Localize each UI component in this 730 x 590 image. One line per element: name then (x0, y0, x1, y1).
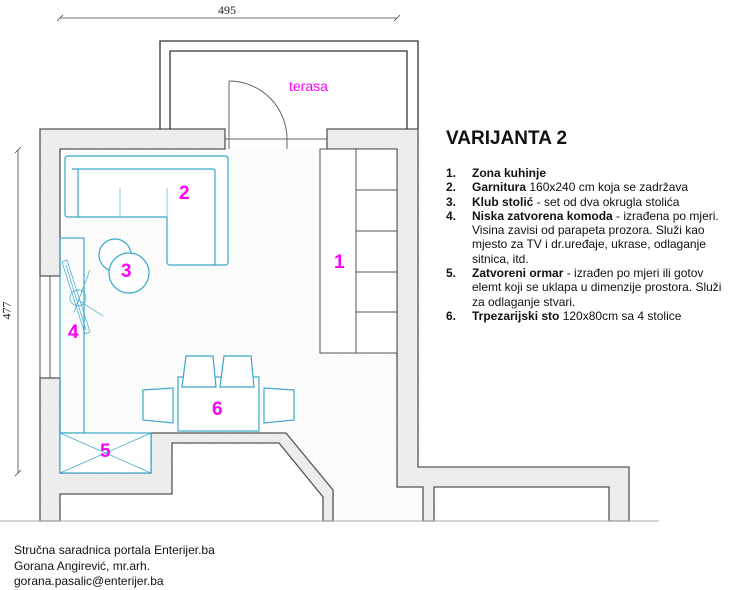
sofa (64, 155, 229, 266)
legend-item: 1. Zona kuhinje (446, 166, 730, 180)
legend-item: 4. Niska zatvorena komoda - izrađena po m… (446, 209, 730, 266)
legend-item: 6. Trpezarijski sto 120x80cm sa 4 stolice (446, 309, 730, 323)
dimension-lines (14, 14, 401, 477)
legend-text: - set od dva okrugla stolića (533, 194, 680, 209)
terrace-door (225, 80, 327, 149)
legend-text: - izrađen po mjeri ili gotov elemt koji … (472, 266, 722, 309)
dimension-width: 495 (218, 3, 236, 17)
legend-bold: Niska zatvorena komoda (472, 208, 613, 223)
legend-text: 120x80cm sa 4 stolice (559, 308, 682, 323)
dining-set (142, 355, 295, 432)
legend-item: 3. Klub stolić - set od dva okrugla stoli… (446, 195, 730, 209)
legend-num: 1. (446, 166, 457, 180)
legend-num: 5. (446, 266, 457, 281)
legend-num: 4. (446, 208, 457, 223)
zone-2-label: 2 (179, 183, 190, 204)
legend-list: 1. Zona kuhinje 2. Garnitura 160x240 cm ko… (446, 166, 730, 323)
zone-1-label: 1 (334, 252, 345, 273)
zone-4-label: 4 (68, 322, 79, 343)
legend-num: 2. (446, 180, 457, 195)
footer-credits: Stručna saradnica portala Enterijer.ba G… (14, 543, 215, 590)
footer-line: Gorana Angirević, mr.arh. (14, 558, 151, 573)
legend-item: 2. Garnitura 160x240 cm koja se zadržava (446, 180, 730, 194)
dimension-height: 477 (0, 301, 14, 320)
window (39, 275, 61, 379)
footer-email: gorana.pasalic@enterijer.ba (14, 574, 164, 588)
coffee-tables (98, 238, 150, 294)
zone-6-label: 6 (212, 399, 223, 420)
legend-item: 5. Zatvoreni ormar - izrađen po mjeri ili… (446, 266, 730, 309)
zone-5-label: 5 (100, 441, 111, 462)
terrace (159, 40, 419, 129)
legend-bold: Klub stolić (472, 194, 534, 209)
variant-title: VARIJANTA 2 (446, 128, 568, 149)
terrace-label: terasa (289, 78, 328, 94)
legend-text: - izrađena po mjeri. Visina zavisi od pa… (472, 208, 719, 266)
kitchen-unit (319, 148, 398, 354)
footer-line: Stručna saradnica portala Enterijer.ba (14, 543, 215, 557)
zone-3-label: 3 (121, 261, 132, 282)
legend-bold: Zona kuhinje (472, 166, 547, 180)
legend-num: 3. (446, 194, 457, 209)
legend-bold: Zatvoreni ormar (472, 266, 564, 281)
legend-bold: Trpezarijski sto (472, 308, 560, 323)
wardrobe (59, 432, 152, 474)
legend-text: 160x240 cm koja se zadržava (526, 180, 689, 195)
legend-num: 6. (446, 308, 457, 323)
legend-bold: Garnitura (472, 180, 527, 195)
